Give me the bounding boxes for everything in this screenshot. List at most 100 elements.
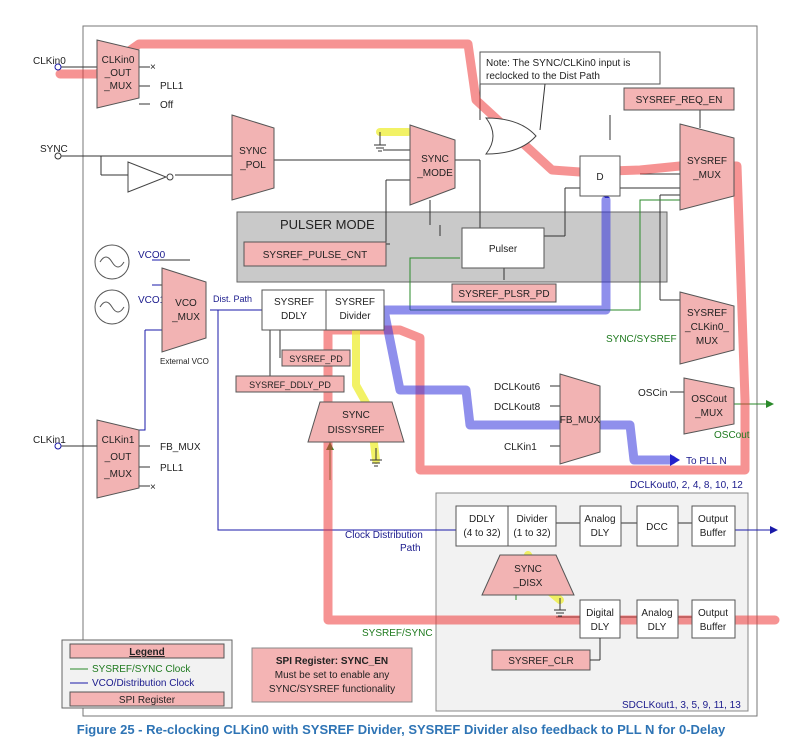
clkin0-mux2-l2: _CLKin0_ (684, 322, 729, 333)
sdclk-ddly-l2: DLY (591, 622, 610, 633)
oscout-mux-l1: OSCout (691, 394, 727, 405)
fb-mux-in1: DCLKout6 (494, 382, 541, 393)
legend-green-label: SYSREF/SYNC Clock (92, 664, 191, 675)
oscin-label: OSCin (638, 388, 667, 399)
sysref-clkin0-mux (679, 291, 735, 365)
sdclk-obuf-l2: Buffer (700, 622, 727, 633)
sdclk-adly-l2: DLY (648, 622, 667, 633)
sysref-plsr-pd-register (451, 283, 557, 303)
clkin1-mux-l2: _OUT (104, 452, 132, 463)
sync-sysref-label: SYNC/SYSREF (606, 334, 677, 345)
sysref-ddly-block (261, 289, 327, 331)
sysref-mux-l2: _MUX (692, 170, 721, 181)
clkin0-mux2-l3: MUX (696, 336, 719, 347)
sdclkout-label: SDCLKout1, 3, 5, 9, 11, 13 (622, 700, 741, 711)
clkin0-label: CLKin0 (33, 56, 66, 67)
sysref-req-en-register (623, 87, 735, 111)
sysref-mux (679, 123, 735, 211)
x-mark-icon: × (150, 482, 156, 493)
vco0-label: VCO0 (138, 250, 166, 261)
clkin1-mux-l3: _MUX (103, 469, 132, 480)
sine-icon (99, 256, 125, 268)
to-pll-n-arrow (670, 454, 680, 466)
sysref-clr-label: SYSREF_CLR (508, 656, 574, 667)
dclk-adly-l2: DLY (591, 528, 610, 539)
clkin0-mux-l3: _MUX (103, 81, 132, 92)
spi-note-l3: SYNC/SYSREF functionality (269, 684, 395, 695)
sysref-sync-label: SYSREF/SYNC (362, 628, 433, 639)
ground-icon (374, 132, 386, 152)
to-pll-n-label: To PLL N (686, 456, 727, 467)
sdclk-adly-l1: Analog (641, 608, 672, 619)
dclk-obuf-l1: Output (698, 514, 728, 525)
dclk-div-l1: Divider (516, 514, 548, 525)
sync-dissysref-l1: SYNC (342, 410, 370, 421)
legend-reg-swatch (69, 691, 225, 707)
sync-disx (481, 554, 575, 596)
oscout-label: OSCout (714, 430, 750, 441)
spi-note-box (251, 647, 413, 703)
sysref-divider-block (325, 289, 385, 331)
sync-mode-l2: _MODE (416, 168, 453, 179)
dclk-ddly-l1: DDLY (469, 514, 495, 525)
sysref-mux-l1: SYSREF (687, 156, 727, 167)
clkin1-mux-fb: FB_MUX (160, 442, 201, 453)
clkin1-out-mux (96, 419, 140, 499)
ground-icon (554, 598, 566, 617)
dclk-adly-l1: Analog (584, 514, 615, 525)
clkin0-pin-icon (54, 63, 62, 71)
vco-mux-l2: _MUX (171, 312, 200, 323)
sysref-pd-label: SYSREF_PD (289, 354, 343, 364)
legend-blue-label: VCO/Distribution Clock (92, 678, 195, 689)
clock-dist-l2: Path (400, 543, 421, 554)
sdclk-obuf-l1: Output (698, 608, 728, 619)
clkin0-mux-pll1: PLL1 (160, 81, 184, 92)
dclk-ddly-block (455, 505, 509, 547)
sysref-pulse-cnt-label: SYSREF_PULSE_CNT (263, 250, 367, 261)
dclk-div-l2: (1 to 32) (513, 528, 550, 539)
sysref-plsr-pd-label: SYSREF_PLSR_PD (458, 289, 549, 300)
d-flipflop (579, 155, 621, 197)
sysref-req-en-label: SYSREF_REQ_EN (636, 95, 723, 106)
sdclk-digital-dly-block (579, 599, 621, 639)
dclk-divider-block (507, 505, 557, 547)
dist-path-label: Dist. Path (213, 294, 252, 304)
blue-highlight-divider (379, 195, 677, 465)
dclk-output-buffer (691, 505, 736, 547)
note-l2: reclocked to the Dist Path (486, 71, 600, 82)
dclk-analog-dly-block (579, 505, 622, 547)
sysref-divider-l1: SYSREF (335, 297, 375, 308)
sine-icon (99, 301, 125, 313)
sysref-pd-register (281, 349, 351, 367)
clkin0-mux2-l1: SYSREF (687, 308, 727, 319)
sdclk-analog-dly-block (636, 599, 679, 639)
note-l1: Note: The SYNC/CLKin0 input is (486, 58, 630, 69)
clkin0-mux-off: Off (160, 100, 173, 111)
pulser-block (461, 227, 545, 269)
sysref-ddly-pd-register (235, 375, 345, 393)
oscout-mux (683, 377, 735, 435)
ground-icon (370, 448, 382, 467)
clkin1-pin-icon (54, 442, 62, 450)
spi-note-l2: Must be set to enable any (275, 670, 390, 681)
sync-label: SYNC (40, 144, 68, 155)
vco-mux (161, 267, 207, 353)
inverter-icon (127, 161, 168, 193)
inverter-bubble-icon (166, 173, 174, 181)
clkin1-mux-l1: CLKin1 (102, 435, 135, 446)
spi-note-l1: SPI Register: SYNC_EN (276, 656, 388, 667)
sdclk-output-buffer (691, 599, 736, 639)
or-gate-icon (484, 117, 537, 155)
figure-caption: Figure 25 - Re-clocking CLKin0 with SYSR… (76, 722, 726, 737)
clkin1-mux-pll1: PLL1 (160, 463, 184, 474)
clkin0-mux-l2: _OUT (104, 68, 132, 79)
sync-pol-l2: _POL (239, 160, 266, 171)
fb-mux-in3: CLKin1 (504, 442, 537, 453)
sync-pin-icon (54, 152, 62, 160)
sysref-ddly-pd-label: SYSREF_DDLY_PD (249, 380, 331, 390)
sysref-ddly-l1: SYSREF (274, 297, 314, 308)
oscout-mux-l2: _MUX (694, 408, 723, 419)
clkin0-out-mux (96, 39, 140, 109)
vco1-label: VCO1 (138, 295, 166, 306)
clkin0-mux-l1: CLKin0 (102, 55, 135, 66)
